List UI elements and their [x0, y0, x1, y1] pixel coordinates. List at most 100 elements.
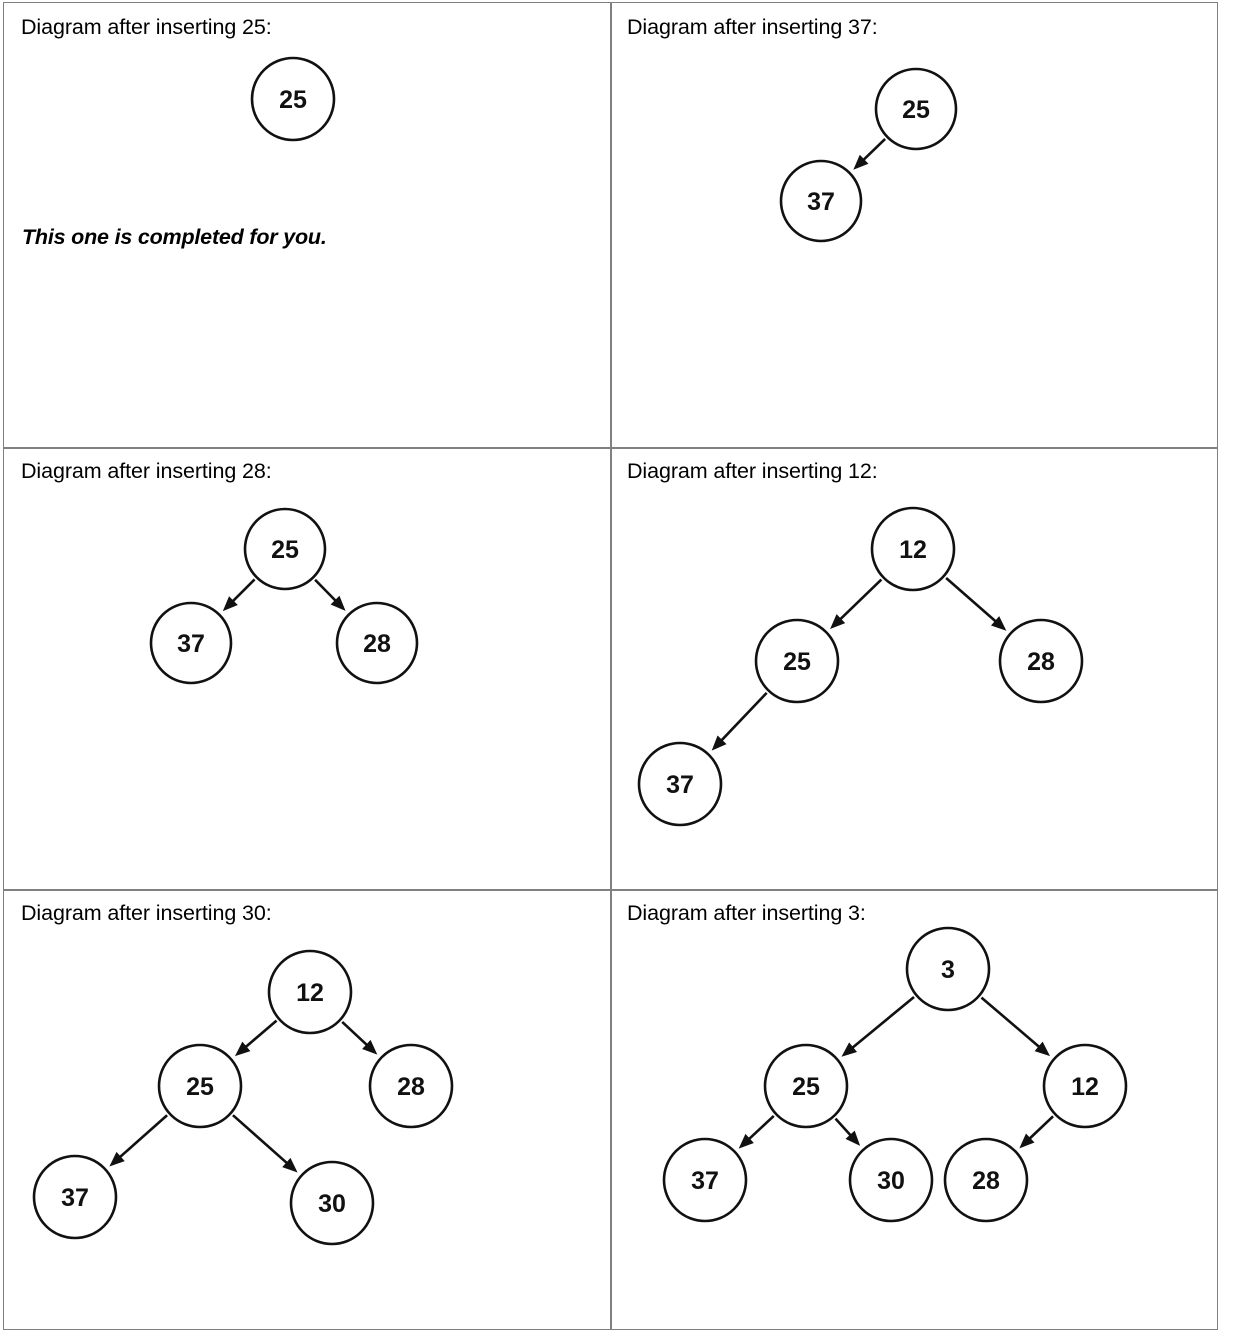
edge-arrowhead	[362, 1039, 378, 1055]
tree-node: 12	[267, 949, 353, 1035]
node-circle	[157, 1043, 243, 1129]
tree-edge-arrow	[232, 1114, 298, 1173]
tree-canvas-insert-37: 25 37	[779, 67, 958, 243]
grid-row-divider-2	[4, 889, 1217, 891]
tree-edge-arrow	[234, 1019, 278, 1057]
edge-shaft	[718, 691, 768, 744]
cell-title: Diagram after inserting 12:	[627, 459, 878, 483]
edge-arrowhead	[222, 596, 238, 612]
diagram-grid	[3, 2, 1218, 1330]
node-label: 12	[296, 979, 324, 1007]
edge-shaft	[1026, 1115, 1054, 1142]
node-label: 37	[177, 630, 205, 658]
edge-arrowhead	[991, 616, 1007, 631]
node-circle	[779, 159, 863, 243]
diagram-cell-insert-12: Diagram after inserting 12: 12 25 28 37	[609, 446, 1218, 888]
tree-node: 28	[335, 601, 419, 685]
node-label: 25	[279, 86, 307, 114]
tree-canvas-insert-12: 12 25 28 37	[637, 506, 1084, 827]
tree-edge-arrow	[945, 576, 1007, 631]
tree-edge-arrow	[853, 137, 887, 170]
node-circle	[368, 1043, 454, 1129]
tree-node: 25	[243, 507, 327, 591]
edge-shaft	[232, 1114, 291, 1167]
tree-edge-arrow	[738, 1115, 775, 1149]
tree-node: 28	[998, 618, 1084, 704]
edge-shaft	[834, 1117, 854, 1139]
node-circle	[637, 741, 723, 827]
node-circle	[662, 1137, 748, 1223]
tree-node: 25	[157, 1043, 243, 1129]
tree-edge-arrow	[109, 1114, 168, 1167]
diagram-cell-insert-37: Diagram after inserting 37: 25 37	[609, 2, 1218, 446]
tree-edge-arrow	[1019, 1115, 1054, 1149]
diagram-cell-insert-30: Diagram after inserting 30: 12 25 28 37 30	[3, 888, 609, 1330]
edge-shaft	[341, 1021, 371, 1049]
node-label: 25	[271, 536, 299, 564]
edge-arrowhead	[830, 614, 846, 630]
node-circle	[848, 1137, 934, 1223]
tree-canvas-insert-25: 25	[250, 56, 336, 142]
edge-arrowhead	[1034, 1041, 1051, 1057]
tree-canvas-insert-28: 25 37 28	[149, 507, 419, 685]
node-circle	[289, 1160, 375, 1246]
tree-edge-arrow	[841, 995, 915, 1057]
edge-arrowhead	[234, 1041, 251, 1057]
tree-node: 25	[754, 618, 840, 704]
node-label: 3	[941, 956, 955, 984]
tree-node: 3	[905, 926, 991, 1012]
tree-node: 12	[870, 506, 956, 592]
cell-title: Diagram after inserting 30:	[21, 901, 272, 925]
tree-edge-arrow	[830, 578, 883, 630]
tree-node: 30	[289, 1160, 375, 1246]
cell-note: This one is completed for you.	[22, 225, 327, 249]
tree-edge-arrow	[980, 996, 1051, 1057]
tree-node: 37	[637, 741, 723, 827]
node-label: 30	[318, 1190, 346, 1218]
node-label: 37	[61, 1184, 89, 1212]
node-label: 28	[397, 1073, 425, 1101]
cell-title: Diagram after inserting 3:	[627, 901, 866, 925]
edge-arrowhead	[282, 1157, 298, 1173]
tree-edge-arrow	[222, 578, 256, 612]
node-label: 28	[1027, 648, 1055, 676]
edge-shaft	[745, 1115, 775, 1143]
tree-node: 28	[368, 1043, 454, 1129]
cell-title: Diagram after inserting 25:	[21, 15, 272, 39]
node-label: 25	[902, 96, 930, 124]
edge-arrowhead	[853, 154, 869, 170]
edge-shaft	[980, 996, 1043, 1050]
edge-shaft	[860, 137, 887, 163]
tree-node: 25	[250, 56, 336, 142]
node-label: 37	[691, 1167, 719, 1195]
diagram-cell-insert-25: Diagram after inserting 25: This one is …	[3, 2, 609, 446]
node-circle	[874, 67, 958, 151]
tree-node: 37	[779, 159, 863, 243]
node-circle	[754, 618, 840, 704]
node-circle	[335, 601, 419, 685]
node-circle	[943, 1137, 1029, 1223]
node-label: 25	[792, 1073, 820, 1101]
edge-shaft	[242, 1019, 278, 1050]
grid-column-divider	[610, 3, 612, 1329]
edge-arrowhead	[330, 595, 346, 611]
edge-arrowhead	[109, 1151, 125, 1167]
grid-row-divider-1	[4, 447, 1217, 449]
tree-node: 25	[763, 1043, 849, 1129]
edge-shaft	[849, 995, 915, 1051]
tree-node: 28	[943, 1137, 1029, 1223]
node-circle	[870, 506, 956, 592]
node-circle	[1042, 1043, 1128, 1129]
edge-shaft	[229, 578, 256, 605]
edge-shaft	[116, 1114, 168, 1161]
cell-title: Diagram after inserting 37:	[627, 15, 878, 39]
edge-arrowhead	[738, 1133, 754, 1149]
node-label: 25	[186, 1073, 214, 1101]
tree-edge-arrow	[314, 578, 346, 611]
node-label: 12	[1071, 1073, 1099, 1101]
node-circle	[267, 949, 353, 1035]
